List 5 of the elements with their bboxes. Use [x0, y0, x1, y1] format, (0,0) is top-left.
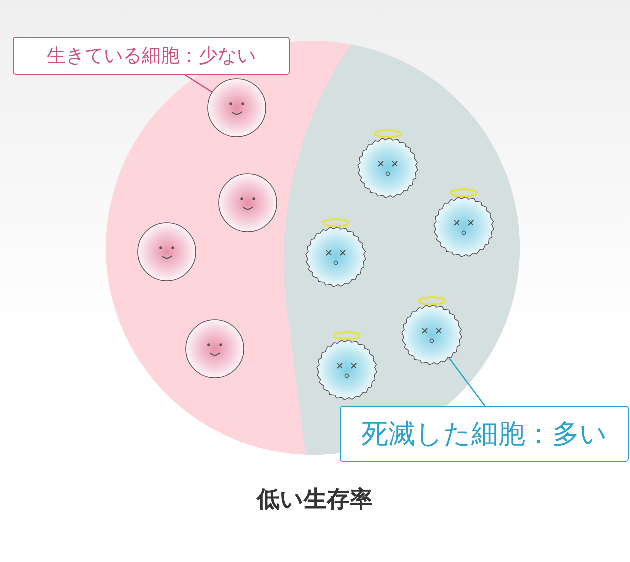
callout-label: 死滅した細胞：多い: [340, 406, 629, 462]
leader-line: [184, 74, 213, 93]
leader-line: [448, 358, 486, 406]
title: 低い生存率: [256, 486, 374, 515]
callout-label: 生きている細胞：少ない: [13, 37, 290, 75]
